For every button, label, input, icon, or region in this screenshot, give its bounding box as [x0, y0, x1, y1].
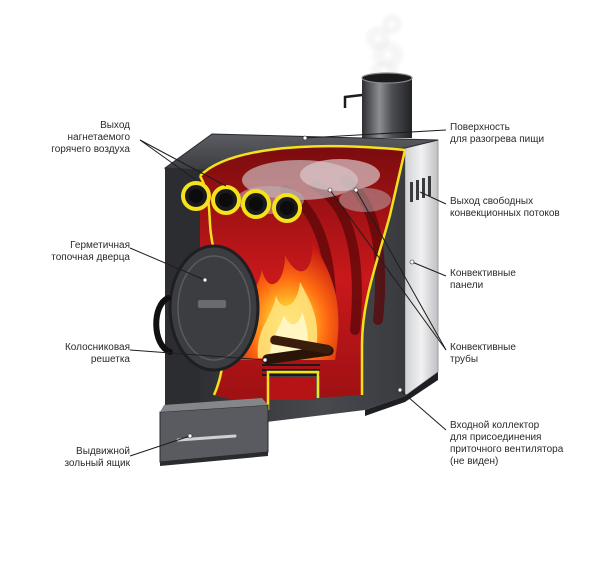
- label-line: топочная дверца: [51, 252, 130, 263]
- label-line: Входной коллектор: [450, 420, 540, 431]
- side-louvres: [410, 176, 431, 202]
- label-inlet-collector: Входной коллектор для присоединения прит…: [450, 420, 563, 468]
- chimney-smoke: [364, 12, 406, 80]
- label-line: горячего воздуха: [51, 144, 130, 155]
- label-line: Конвективные: [450, 268, 516, 279]
- label-line: зольный ящик: [64, 458, 130, 469]
- leader-lines: [129, 129, 447, 457]
- label-line: приточного вентилятора: [450, 444, 564, 455]
- hot-air-outlets: [181, 181, 302, 223]
- label-line: Герметичная: [70, 240, 130, 251]
- grate-bars: [262, 364, 320, 376]
- label-sealed-door: Герметичная топочная дверца: [51, 240, 130, 264]
- firebox-door: [168, 244, 260, 372]
- label-cooking-surface: Поверхность для разогрева пищи: [450, 122, 544, 146]
- label-convection-panels: Конвективные панели: [450, 268, 516, 292]
- label-hot-air-outlet: Выход нагнетаемого горячего воздуха: [51, 120, 130, 156]
- label-line: панели: [450, 280, 484, 291]
- cutaway-outline: [198, 144, 407, 410]
- label-line: Выдвижной: [76, 446, 130, 457]
- leader-dots: [187, 135, 415, 439]
- label-ash-drawer: Выдвижной зольный ящик: [64, 446, 130, 470]
- label-free-convection-outlet: Выход свободных конвекционных потоков: [450, 196, 560, 220]
- label-line: Выход: [100, 120, 130, 131]
- label-line: решетка: [90, 354, 130, 365]
- label-line: (не виден): [450, 456, 499, 467]
- label-line: Выход свободных: [450, 196, 534, 207]
- label-line: для разогрева пищи: [450, 134, 545, 145]
- label-convection-pipes: Конвективные трубы: [450, 342, 516, 366]
- ash-drawer: [159, 398, 269, 466]
- label-line: конвекционных потоков: [450, 208, 560, 219]
- label-line: для присоединения: [450, 432, 542, 443]
- stove-base: [365, 372, 438, 416]
- chimney-pipe: [343, 72, 413, 138]
- convection-panel: [404, 139, 439, 397]
- label-grate: Колосниковая решетка: [65, 342, 130, 366]
- label-line: нагнетаемого: [67, 132, 131, 143]
- label-line: трубы: [450, 354, 479, 365]
- ash-chamber: [270, 378, 316, 400]
- firewood-logs: [262, 335, 334, 365]
- label-line: Поверхность: [450, 122, 510, 133]
- door-handle: [153, 295, 173, 355]
- label-line: Конвективные: [450, 342, 516, 353]
- label-line: Колосниковая: [64, 342, 130, 353]
